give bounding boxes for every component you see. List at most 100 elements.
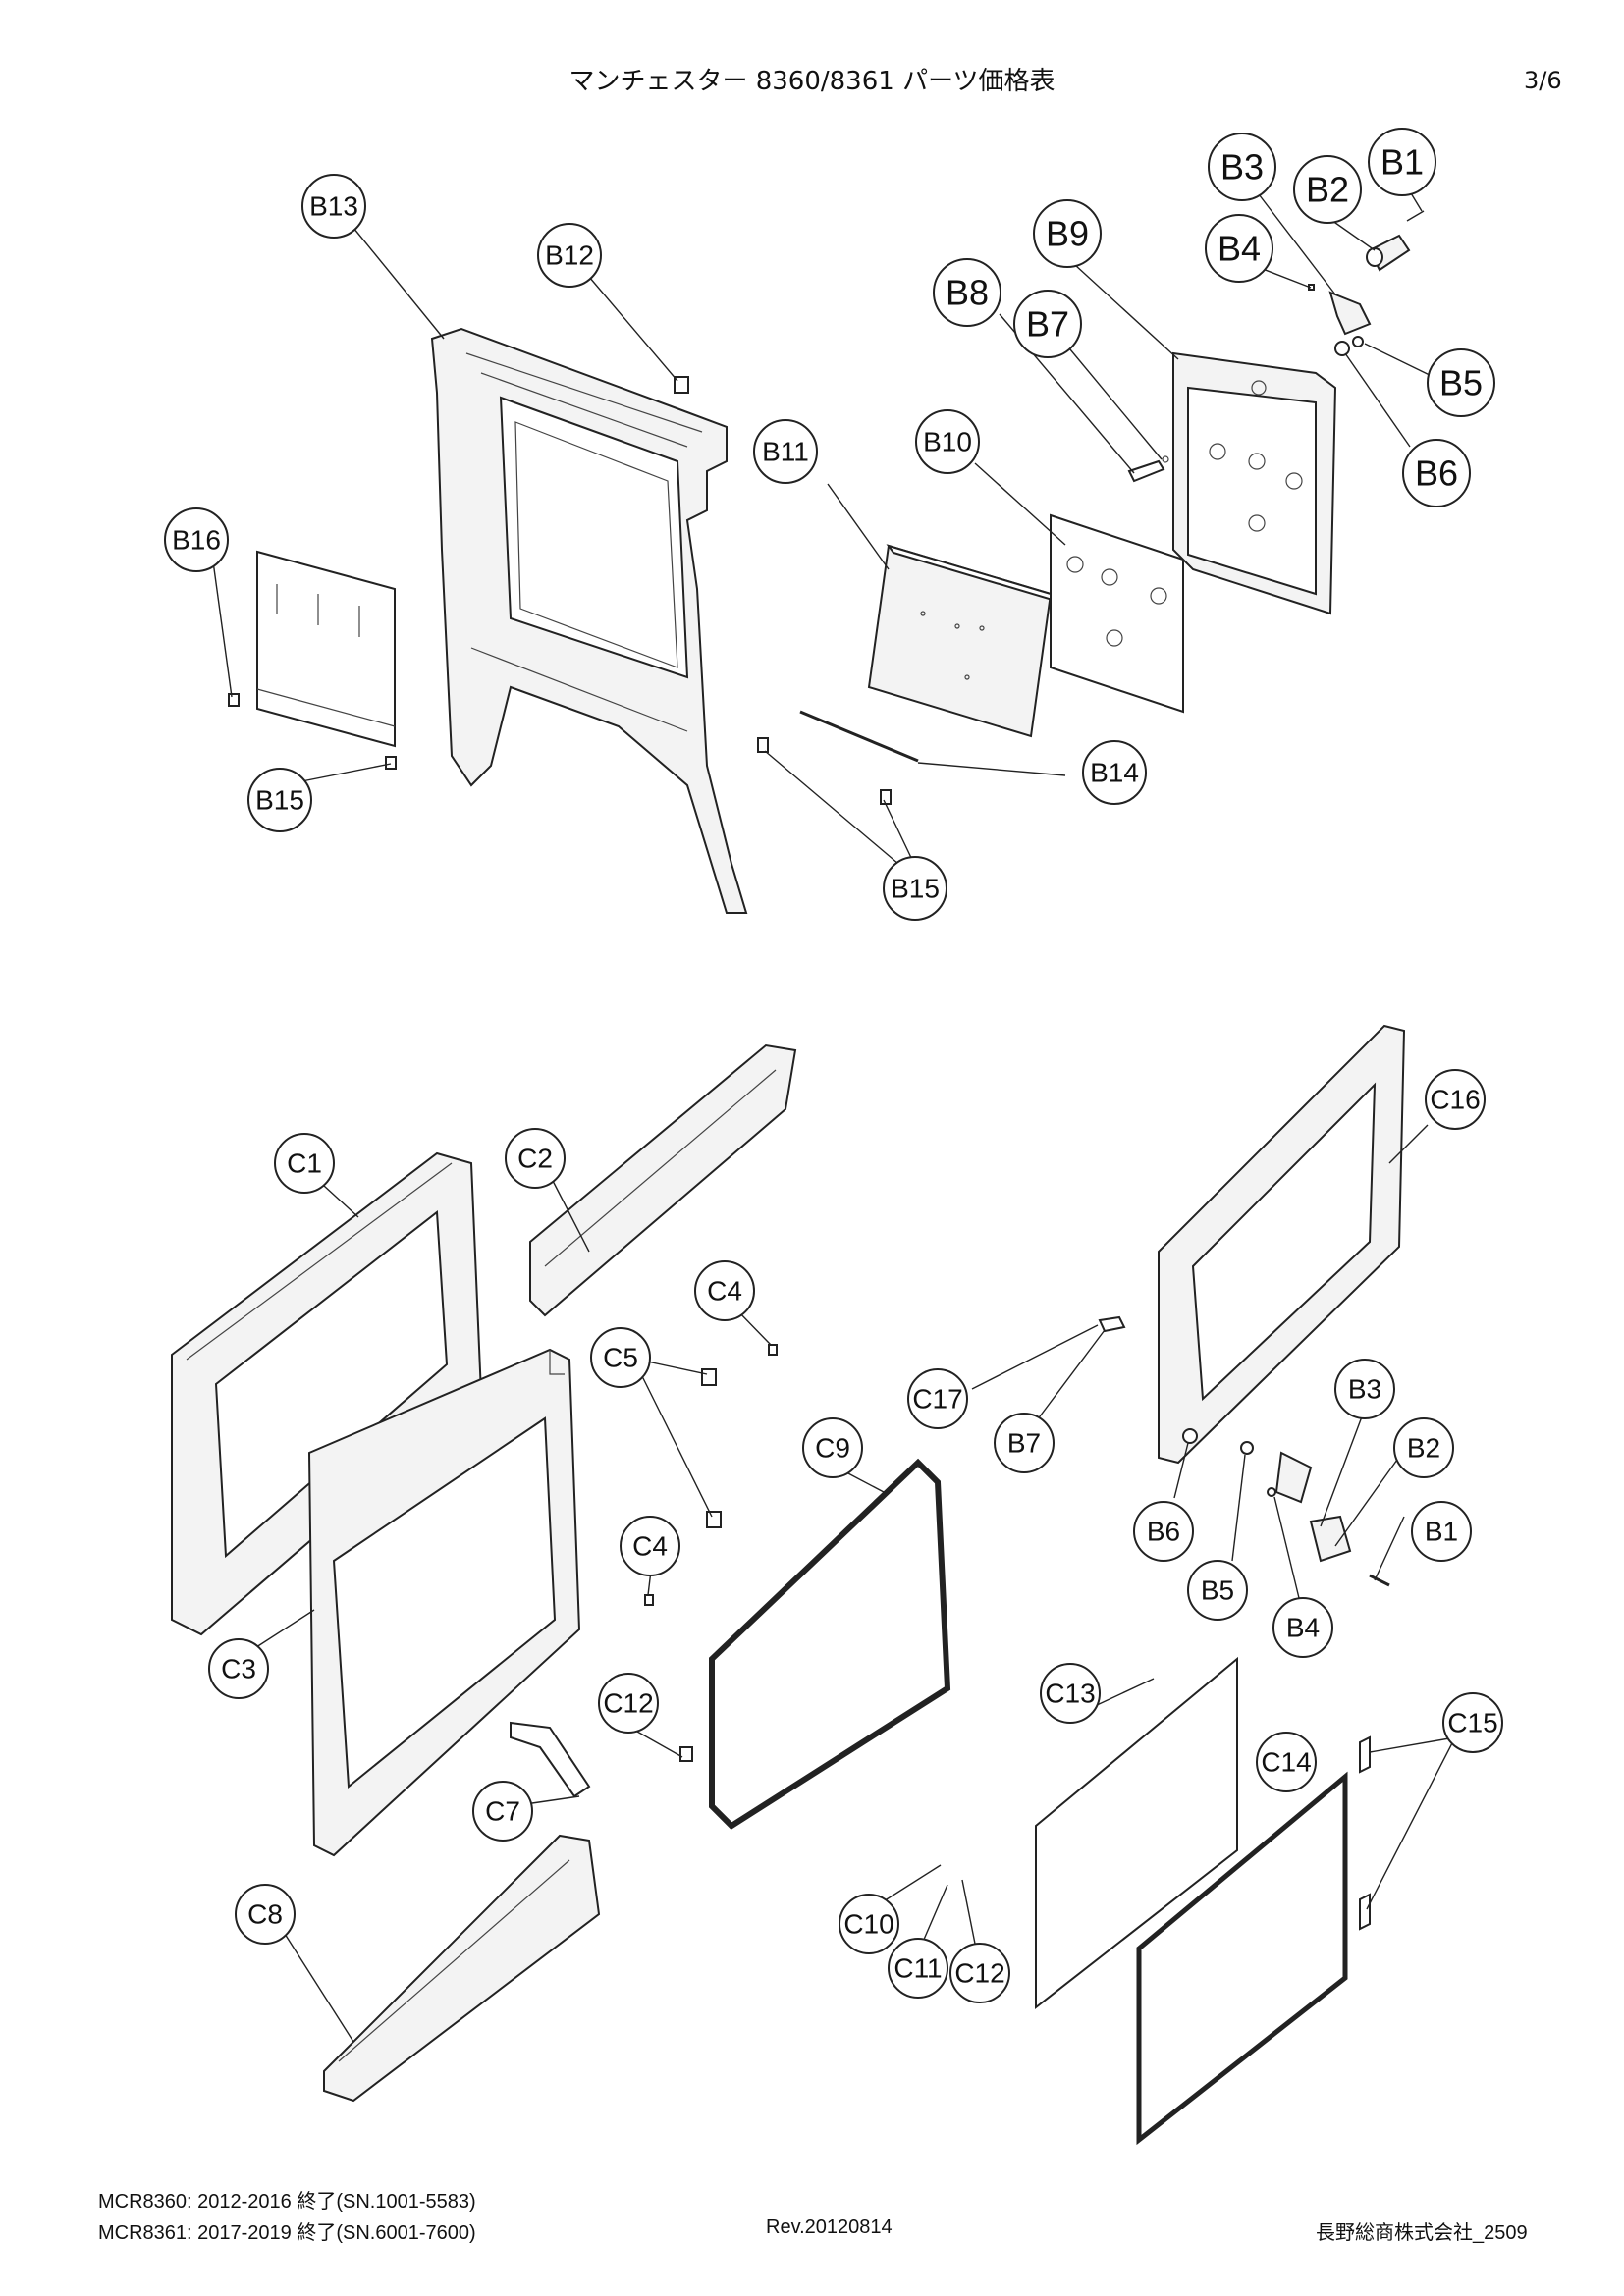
callout-c5: C5 xyxy=(590,1327,651,1388)
svg-text:C1: C1 xyxy=(287,1148,322,1179)
svg-text:C3: C3 xyxy=(221,1654,256,1684)
part-b15-bracket xyxy=(757,737,892,805)
svg-text:B15: B15 xyxy=(255,785,304,816)
svg-text:B4: B4 xyxy=(1218,229,1261,269)
svg-text:C9: C9 xyxy=(815,1433,850,1464)
part-c13-glass xyxy=(1035,1656,1238,2010)
svg-text:B7: B7 xyxy=(1007,1428,1041,1459)
part-c14-gasket xyxy=(1136,1771,1348,2146)
callout-b12: B12 xyxy=(537,223,602,288)
svg-text:C12: C12 xyxy=(603,1688,653,1719)
svg-text:B4: B4 xyxy=(1286,1613,1320,1643)
part-b13-front-frame xyxy=(430,327,748,914)
callout-c14: C14 xyxy=(1256,1732,1317,1792)
svg-text:C4: C4 xyxy=(707,1276,742,1307)
svg-text:B11: B11 xyxy=(762,437,809,467)
callout-c4-bottom: C4 xyxy=(620,1516,680,1576)
callout-c10: C10 xyxy=(839,1894,899,1954)
svg-text:B15: B15 xyxy=(891,874,940,904)
callout-c11: C11 xyxy=(888,1938,948,1999)
callout-b6: B6 xyxy=(1402,439,1471,507)
part-c9-gasket xyxy=(709,1458,951,1830)
callout-b7-lower: B7 xyxy=(994,1413,1055,1473)
footer-revision: Rev.20120814 xyxy=(766,2216,893,2238)
callout-b11: B11 xyxy=(753,419,818,484)
svg-text:C8: C8 xyxy=(247,1899,283,1930)
svg-text:B6: B6 xyxy=(1415,454,1458,494)
svg-text:B3: B3 xyxy=(1348,1374,1381,1405)
svg-text:C13: C13 xyxy=(1045,1679,1095,1709)
callout-b14: B14 xyxy=(1082,740,1147,805)
part-b-hardware xyxy=(1127,210,1425,483)
footer-company: 長野総商株式会社_2509 xyxy=(1316,2222,1528,2244)
part-b11-baffle-plate xyxy=(867,544,1058,738)
callout-b6-lower: B6 xyxy=(1133,1501,1194,1562)
svg-text:C16: C16 xyxy=(1430,1085,1480,1115)
part-b16-heat-shield xyxy=(228,550,397,770)
svg-text:B1: B1 xyxy=(1380,142,1424,183)
callout-b4: B4 xyxy=(1205,214,1273,283)
callout-b1-lower: B1 xyxy=(1411,1501,1472,1562)
svg-text:C15: C15 xyxy=(1447,1708,1497,1738)
callout-b16: B16 xyxy=(164,507,229,572)
callout-c9: C9 xyxy=(802,1417,863,1478)
callout-b10: B10 xyxy=(915,409,980,474)
callout-c16: C16 xyxy=(1425,1069,1486,1130)
svg-text:B8: B8 xyxy=(946,273,989,313)
callout-b13: B13 xyxy=(301,174,366,239)
svg-text:B2: B2 xyxy=(1407,1433,1440,1464)
callout-c1: C1 xyxy=(274,1133,335,1194)
callout-c17: C17 xyxy=(907,1368,968,1429)
svg-text:C10: C10 xyxy=(843,1909,893,1940)
callout-b1: B1 xyxy=(1368,128,1436,196)
part-c2-top-rail xyxy=(529,1043,797,1317)
callout-b7: B7 xyxy=(1013,290,1082,358)
svg-text:B5: B5 xyxy=(1439,363,1483,403)
svg-text:C11: C11 xyxy=(893,1953,942,1984)
svg-text:B2: B2 xyxy=(1306,170,1349,210)
callout-c12-right: C12 xyxy=(949,1943,1010,2003)
part-b14-rod xyxy=(799,710,919,763)
part-c3-inner-frame xyxy=(307,1348,581,1857)
svg-text:B1: B1 xyxy=(1425,1517,1458,1547)
callout-b2-lower: B2 xyxy=(1393,1417,1454,1478)
svg-text:B5: B5 xyxy=(1201,1575,1234,1606)
part-b10-insulation-board xyxy=(1050,513,1184,714)
callout-b15-right: B15 xyxy=(883,856,947,921)
part-b9-inner-door xyxy=(1172,351,1337,615)
callout-c2: C2 xyxy=(505,1128,566,1189)
callout-b3-lower: B3 xyxy=(1334,1359,1395,1419)
svg-text:B13: B13 xyxy=(309,191,358,222)
footer-model-line-2: MCR8361: 2017-2019 終了(SN.6001-7600) xyxy=(98,2222,476,2244)
part-c16-outer-door xyxy=(1158,1024,1406,1465)
callout-b5-lower: B5 xyxy=(1187,1560,1248,1621)
part-c8-bottom-rail xyxy=(323,1834,601,2103)
svg-text:B7: B7 xyxy=(1026,304,1069,345)
callout-b9: B9 xyxy=(1033,199,1102,268)
leader-lines-c xyxy=(252,1124,1456,2043)
svg-text:B10: B10 xyxy=(923,427,972,457)
svg-text:B16: B16 xyxy=(172,525,221,556)
svg-text:C17: C17 xyxy=(912,1384,962,1415)
part-c-hardware xyxy=(644,1315,1390,1931)
callout-c13: C13 xyxy=(1040,1663,1101,1724)
svg-text:C5: C5 xyxy=(603,1343,638,1373)
callout-b4-lower: B4 xyxy=(1272,1597,1333,1658)
page-title: マンチェスター 8360/8361 パーツ価格表 xyxy=(568,67,1056,96)
callout-b5: B5 xyxy=(1427,348,1495,417)
svg-text:C2: C2 xyxy=(517,1144,553,1174)
svg-text:B3: B3 xyxy=(1220,147,1264,187)
svg-text:B9: B9 xyxy=(1046,214,1089,254)
svg-text:C4: C4 xyxy=(632,1531,668,1562)
callout-c12-left: C12 xyxy=(598,1673,659,1734)
page-number: 3/6 xyxy=(1524,67,1562,94)
part-c7-latch xyxy=(510,1721,591,1798)
leader-lines-b xyxy=(212,178,1436,865)
svg-text:C7: C7 xyxy=(485,1796,520,1827)
svg-text:C12: C12 xyxy=(954,1958,1004,1989)
callout-c8: C8 xyxy=(235,1884,296,1945)
callout-b2: B2 xyxy=(1293,155,1362,224)
callout-b3: B3 xyxy=(1208,133,1276,201)
svg-text:B12: B12 xyxy=(545,240,594,271)
